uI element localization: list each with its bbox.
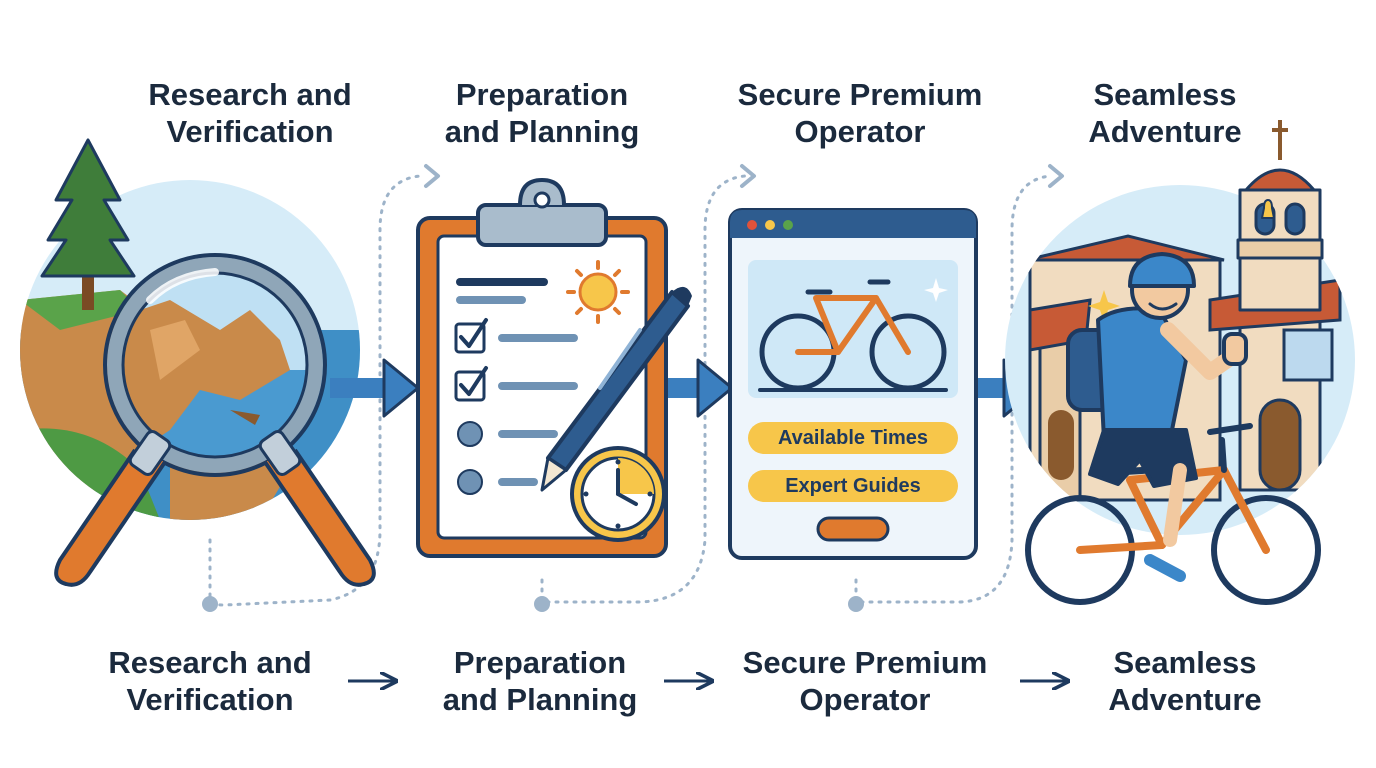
step-1-title: Research and Verification (148, 77, 352, 149)
cyclist-icon (1025, 252, 1321, 605)
step-4-caption: Seamless Adventure (1108, 645, 1262, 717)
available-times-button[interactable]: Available Times (748, 422, 958, 454)
sun-icon (566, 260, 630, 324)
clock-icon (570, 446, 666, 542)
step-3-title: Secure Premium Operator (737, 77, 983, 149)
magnifying-glass-icon (54, 253, 376, 587)
pine-tree-icon (40, 138, 136, 310)
sparkle-icon (1088, 290, 1120, 322)
flow-arrow-1 (330, 358, 420, 418)
step-2-caption: Preparation and Planning (442, 645, 638, 717)
dotted-arrowheads (424, 164, 1064, 188)
book-button[interactable] (816, 516, 890, 542)
step-1-caption: Research and Verification (108, 645, 312, 717)
flow-arrow-2 (668, 358, 734, 418)
bell-tower-icon (1236, 120, 1324, 312)
expert-guides-button[interactable]: Expert Guides (748, 470, 958, 502)
pen-icon (540, 286, 692, 492)
dotted-connector-dots (202, 596, 864, 612)
step-3-caption: Secure Premium Operator (742, 645, 988, 717)
step-4-title: Seamless Adventure (1088, 77, 1242, 149)
step-2-title: Preparation and Planning (444, 77, 640, 149)
browser-window (728, 208, 978, 560)
expert-guides-label: Expert Guides (785, 475, 921, 497)
bicycle-icon (758, 279, 948, 392)
available-times-label: Available Times (778, 427, 928, 449)
